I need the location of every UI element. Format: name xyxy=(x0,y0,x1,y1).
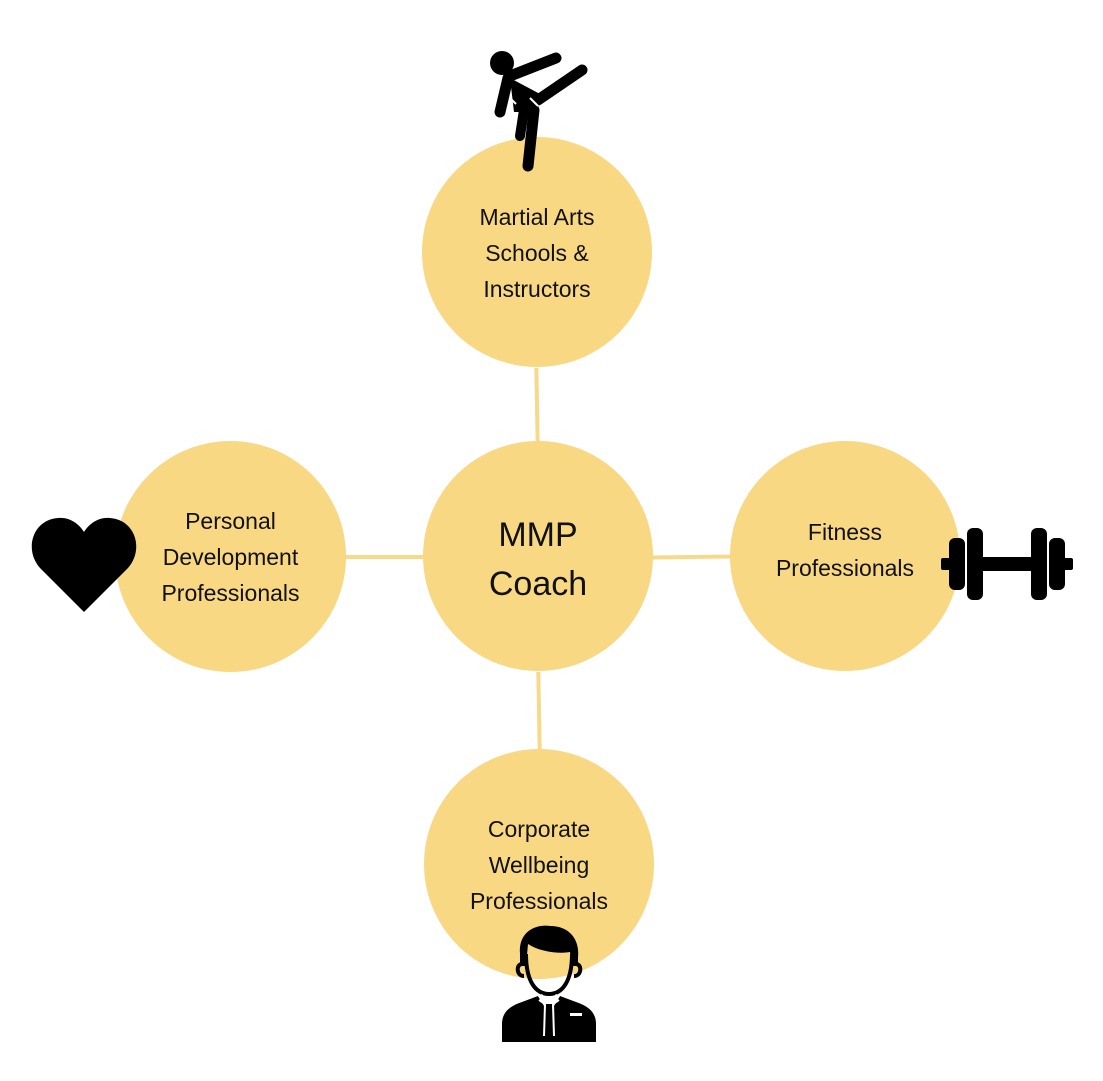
connector-bottom xyxy=(536,671,542,751)
node-fitness: Fitness Professionals xyxy=(730,441,960,671)
node-corporate-wellbeing: Corporate Wellbeing Professionals xyxy=(424,749,654,979)
node-personal-development-label: Personal Development Professionals xyxy=(161,507,300,606)
node-corporate-wellbeing-label: Corporate Wellbeing Professionals xyxy=(469,816,609,914)
connector-right xyxy=(650,554,732,560)
martial-arts-kick-icon xyxy=(490,51,588,172)
node-martial-arts-label: Martial Arts Schools & Instructors xyxy=(479,204,595,302)
connector-left xyxy=(344,555,424,559)
node-martial-arts: Martial Arts Schools & Instructors xyxy=(422,137,652,367)
heart-icon xyxy=(31,517,137,612)
businessman-icon xyxy=(502,925,596,1042)
node-personal-development: Personal Development Professionals xyxy=(115,441,346,672)
center-label: MMP Coach xyxy=(488,516,588,603)
node-mmp-coach: MMP Coach xyxy=(423,441,653,671)
node-fitness-label: Fitness Professionals xyxy=(775,519,915,581)
connector-top xyxy=(534,367,540,444)
dumbbell-icon xyxy=(941,528,1073,600)
